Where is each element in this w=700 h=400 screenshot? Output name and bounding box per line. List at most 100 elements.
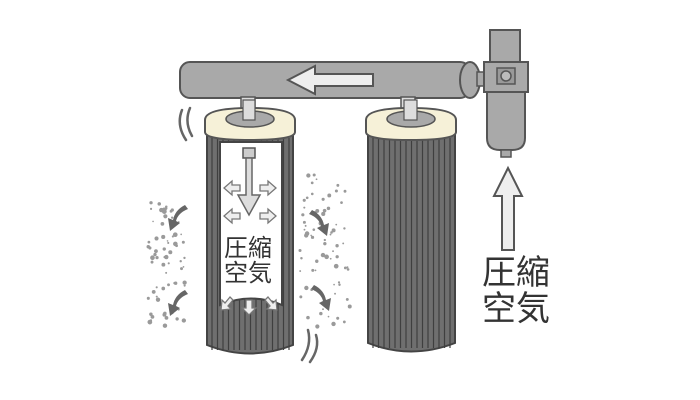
dust-particle [321,197,325,201]
dust-particle [181,240,185,244]
dust-particle [182,266,185,268]
dust-particle [150,260,154,264]
dust-particle [315,324,320,329]
dust-particle [170,216,174,219]
dust-particle [335,244,339,248]
dust-particle [329,233,332,236]
vibration-marks-icon [178,106,319,364]
air-regulator [476,29,529,158]
inner-compressed-air-label: 圧縮 空気 [224,235,272,288]
dust-particle [324,254,329,260]
dust-particle [166,240,169,242]
dust-particle [302,198,306,202]
dust-particle [300,256,303,260]
dust-particle [346,266,349,269]
dust-particle [179,260,182,263]
dust-particle [329,257,332,260]
dust-particle [150,315,155,319]
dust-particle [302,220,306,224]
dust-particle [183,256,186,260]
dust-particle [304,224,307,227]
dust-particle [180,233,183,236]
dust-particle [305,196,309,200]
dust-particle [160,222,165,226]
dust-particle [149,319,153,322]
dust-particle [155,297,161,302]
dust-particle [310,181,314,185]
dust-particle [180,267,183,271]
dust-particle [314,269,317,272]
dust-particle [147,240,151,244]
dust-particle [337,281,341,284]
dust-particle [319,311,323,316]
dust-particle [334,189,338,193]
dust-particle [306,173,311,178]
dust-particle [335,223,338,226]
dust-particle [151,290,156,294]
dust-particle [343,227,346,230]
dust-particle [335,255,339,259]
dust-particle [157,202,162,206]
dust-particle [167,241,170,244]
dust-particle [342,320,346,324]
dust-particle [306,315,310,320]
dust-particle [323,238,326,242]
dust-particle [161,234,166,240]
dust-particle [323,242,327,246]
dust-particle [333,263,339,269]
dust-particle [163,214,168,219]
dust-particle [304,285,309,291]
dust-particle [148,246,152,250]
air-pipe [179,61,481,99]
dust-particle [338,283,341,286]
dust-particle [161,207,167,213]
dust-particle [336,316,340,320]
dust-particle [303,228,306,231]
dust-particle [345,297,349,301]
dust-particle [320,252,326,258]
dust-particle [346,268,350,271]
dust-particle [343,266,347,270]
dust-particle [153,252,157,257]
dust-ejection-arrows-icon [168,205,331,316]
dust-particle [149,312,153,316]
dust-particle [172,232,178,238]
dust-particle [301,213,305,217]
dust-particle [167,262,170,265]
label-line: 空気 [224,259,272,288]
dust-particle [173,241,178,247]
dust-particle [315,259,319,263]
dust-particle [149,207,153,210]
dust-particle [342,242,345,245]
dust-particle [340,201,343,204]
dust-particle [312,228,316,231]
dust-particle [332,250,334,253]
dust-particle [162,247,166,251]
dust-particle [169,209,173,213]
dust-particle [303,206,306,209]
dust-particle [347,304,352,309]
dust-particle [154,249,158,254]
dust-particle [161,262,166,267]
dust-particle [322,208,327,213]
dust-particle [154,236,159,241]
dust-particle [310,235,315,239]
dust-particle [331,228,336,233]
dust-particle [336,183,340,187]
label-line: 圧縮 [482,253,550,293]
dust-particle [149,201,153,205]
dust-particle [299,295,303,299]
inlet-arrow-up-icon [492,165,524,251]
dust-particle [182,280,187,285]
dust-particle [173,281,176,285]
dust-particle [343,189,347,193]
dust-particle [161,286,166,291]
dust-particle [167,283,170,287]
downward-air-arrow-icon [236,157,262,217]
dust-particle [164,315,169,320]
dust-particle [312,173,316,177]
dust-particle [175,317,179,321]
dust-particle [304,231,310,236]
flow-arrow-left-icon [285,64,374,96]
